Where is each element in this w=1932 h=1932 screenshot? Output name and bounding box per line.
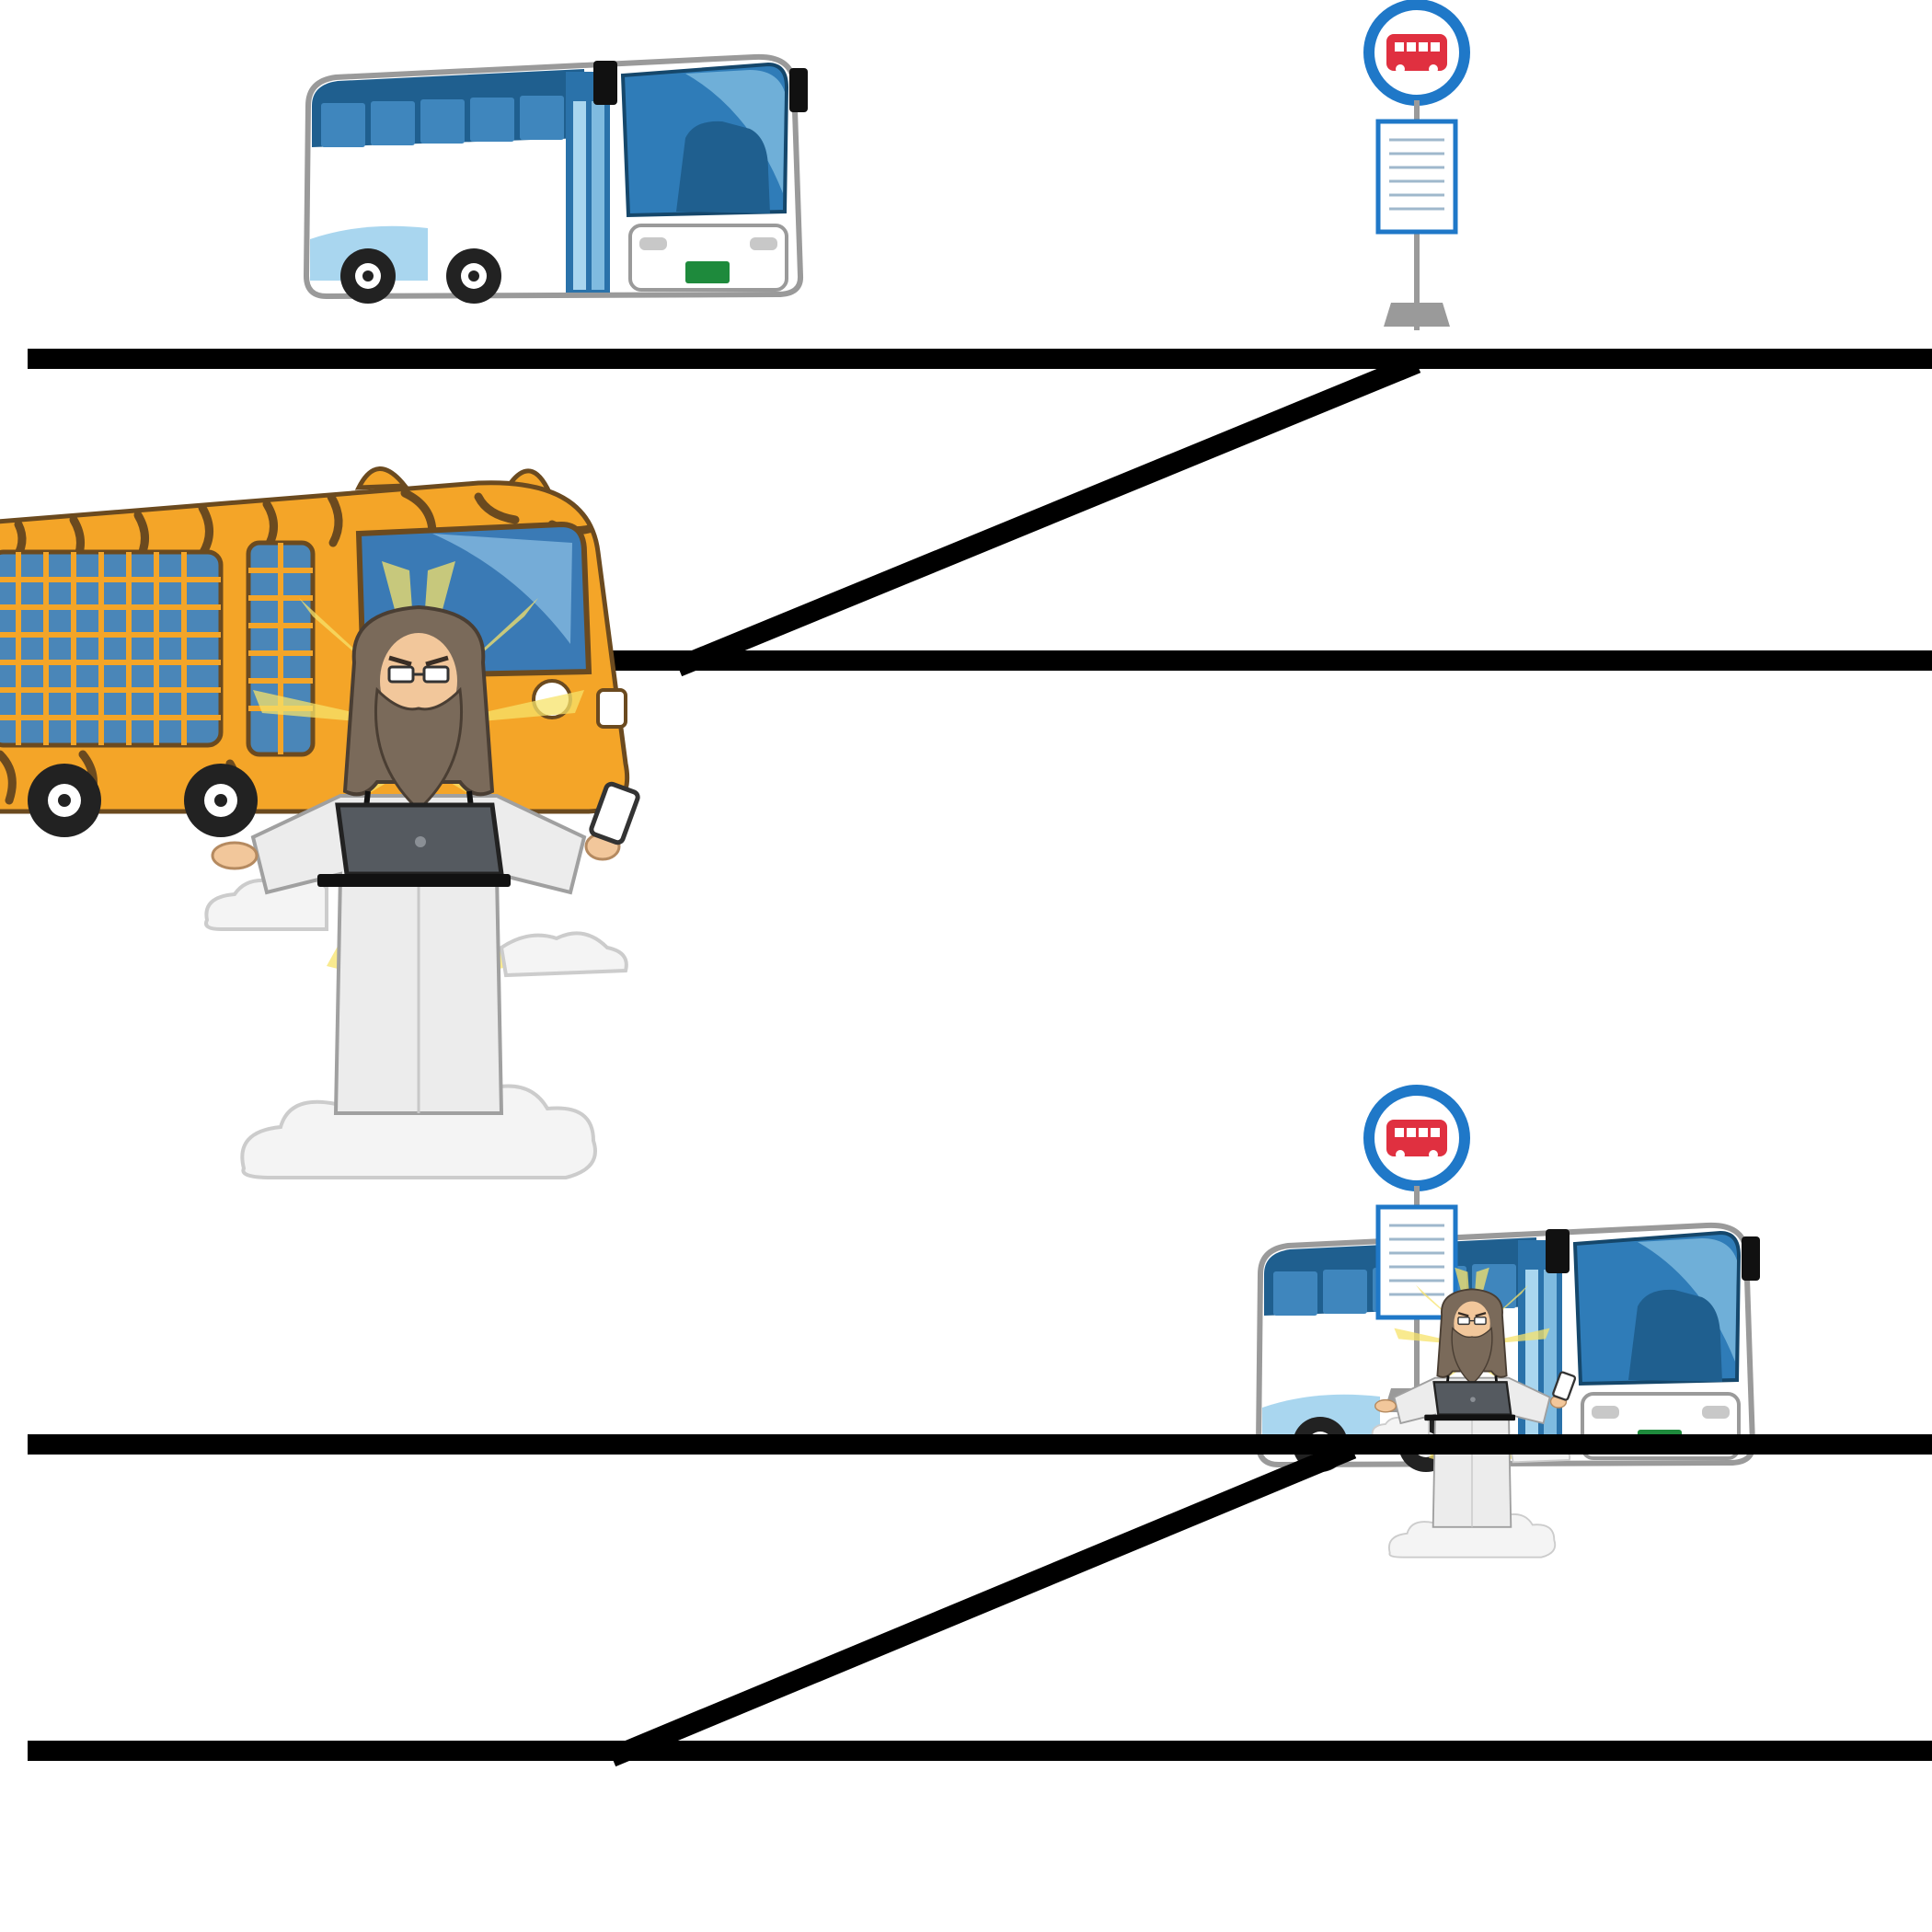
middle-scene — [0, 468, 639, 1178]
top-diagonal-line — [673, 353, 1421, 677]
bottom-panel — [28, 1090, 1932, 1767]
white-blue-bus-icon — [306, 57, 808, 304]
tiger-bus-icon — [0, 468, 627, 837]
bus-stop-sign-icon — [1369, 5, 1465, 330]
bottom-diagonal-line — [607, 1439, 1357, 1767]
